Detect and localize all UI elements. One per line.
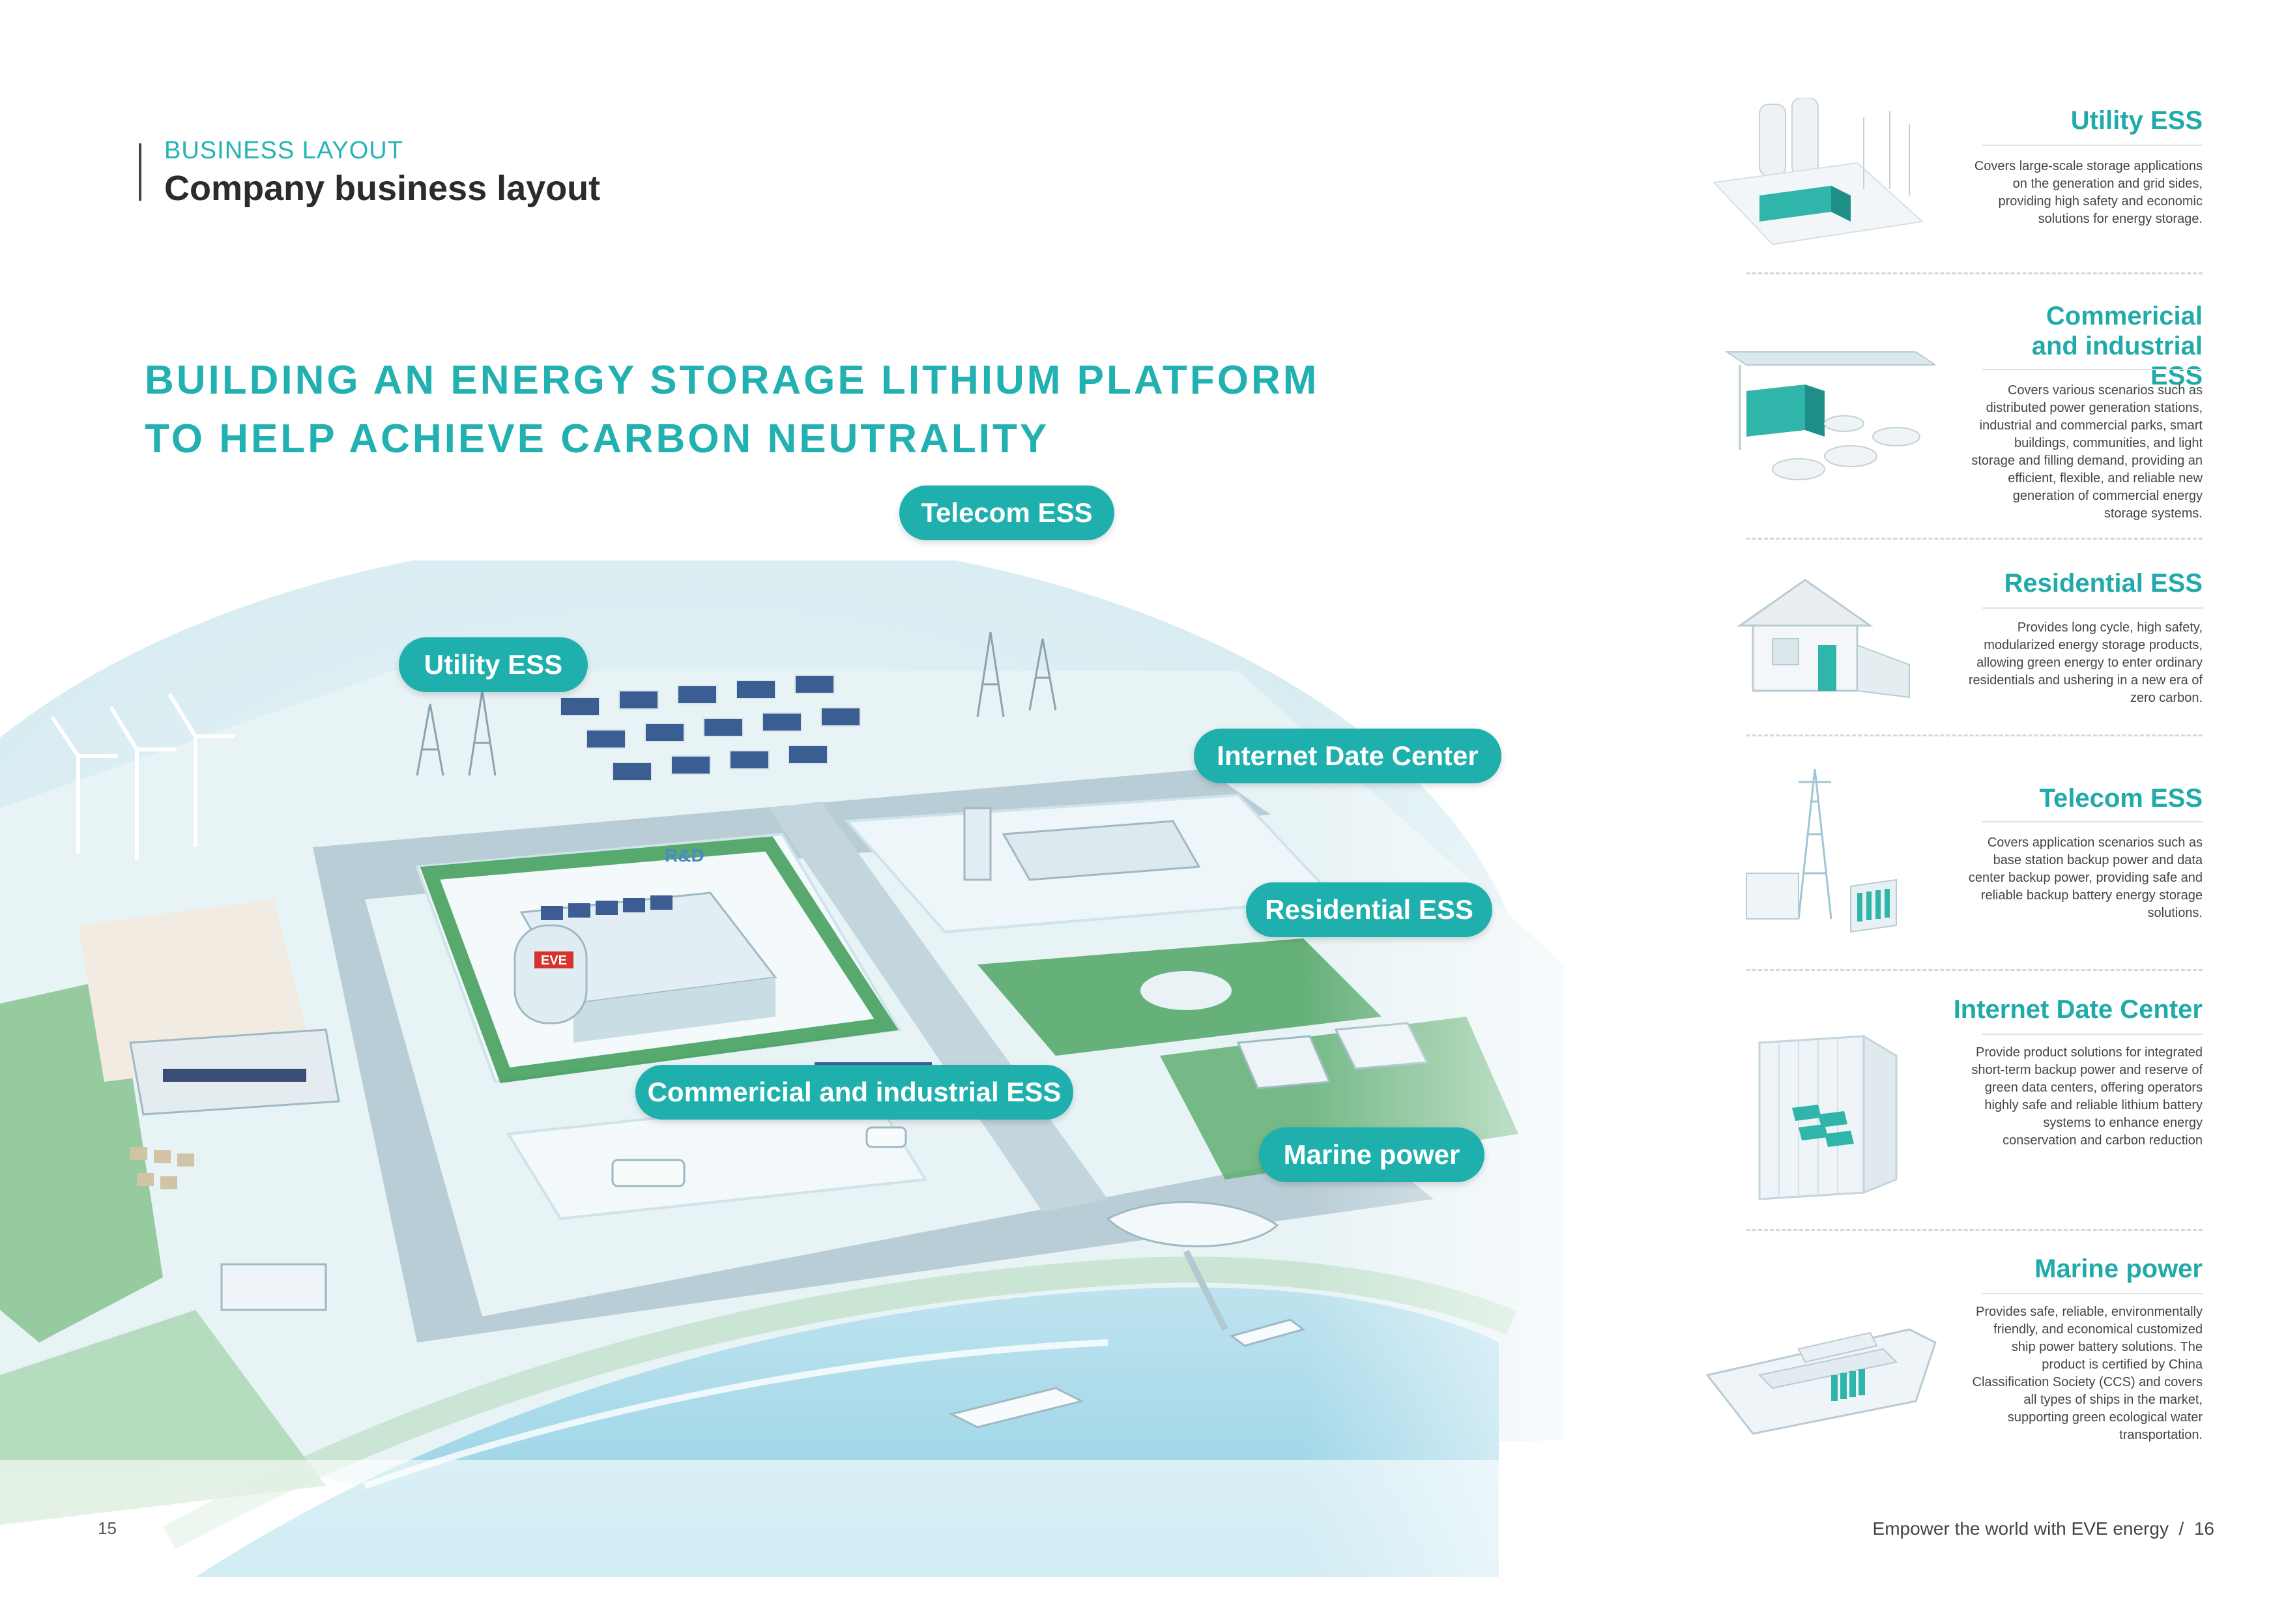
page-title: Company business layout xyxy=(164,169,601,208)
card-desc-telecom-ess: Covers application scenarios such as bas… xyxy=(1968,835,2203,920)
card-title-utility-ess: Utility ESS xyxy=(2070,106,2203,135)
commercial-ess-thumbnail xyxy=(1724,351,1935,480)
card-title-commercial-ess: Commericial and industrial ESS xyxy=(2007,301,2203,391)
card-title-marine-power: Marine power xyxy=(2034,1254,2203,1283)
rd-sign: R&D xyxy=(665,845,704,865)
label-telecom-ess[interactable]: Telecom ESS xyxy=(899,486,1114,540)
card-divider xyxy=(1982,369,2203,370)
page-number-left: 15 xyxy=(98,1518,117,1538)
slogan-line-2: TO HELP ACHIEVE CARBON NEUTRALITY xyxy=(145,416,1050,461)
label-utility-ess[interactable]: Utility ESS xyxy=(399,637,588,692)
card-divider xyxy=(1982,1293,2203,1294)
card-separator xyxy=(1746,969,2203,971)
label-residential-ess[interactable]: Residential ESS xyxy=(1246,882,1492,937)
card-divider xyxy=(1982,821,2203,822)
card-title-residential-ess: Residential ESS xyxy=(2004,569,2203,598)
card-title-internet-data-center: Internet Date Center xyxy=(1953,995,2203,1024)
slogan-line-1: BUILDING AN ENERGY STORAGE LITHIUM PLATF… xyxy=(145,358,1320,403)
card-separator xyxy=(1746,272,2203,274)
card-divider xyxy=(1982,607,2203,609)
footer-tagline-page-right: Empower the world with EVE energy / 16 xyxy=(1872,1518,2214,1539)
telecom-ess-thumbnail xyxy=(1746,768,1897,933)
utility-ess-thumbnail xyxy=(1712,98,1924,246)
card-desc-commercial-ess: Covers various scenarios such as distrib… xyxy=(1971,383,2203,521)
scene-svg: EVE R&D xyxy=(0,534,1707,1577)
card-separator xyxy=(1746,538,2203,540)
label-commercial-industrial-ess[interactable]: Commericial and industrial ESS xyxy=(635,1065,1073,1120)
label-marine-power[interactable]: Marine power xyxy=(1259,1127,1484,1182)
data-center-thumbnail xyxy=(1758,1034,1898,1200)
section-label: BUSINESS LAYOUT xyxy=(164,137,403,164)
card-desc-utility-ess: Covers large-scale storage applications … xyxy=(1974,159,2203,226)
card-divider xyxy=(1982,1034,2203,1035)
card-title-telecom-ess: Telecom ESS xyxy=(2039,784,2203,813)
card-desc-marine-power: Provides safe, reliable, environmentally… xyxy=(1972,1305,2203,1442)
card-title-commercial-ess-text: Commericial and industrial ESS xyxy=(2031,302,2203,390)
marine-power-thumbnail xyxy=(1705,1328,1937,1435)
card-divider xyxy=(1982,145,2203,146)
label-internet-data-center[interactable]: Internet Date Center xyxy=(1194,729,1501,783)
residential-ess-thumbnail xyxy=(1737,579,1910,699)
header-accent-bar xyxy=(139,143,141,201)
card-desc-residential-ess: Provides long cycle, high safety, modula… xyxy=(1968,620,2203,705)
eve-sign: EVE xyxy=(541,953,567,968)
card-separator xyxy=(1746,734,2203,736)
business-scene-illustration: EVE R&D xyxy=(0,534,1707,1577)
card-separator xyxy=(1746,1229,2203,1231)
card-desc-internet-data-center: Provide product solutions for integrated… xyxy=(1971,1045,2203,1148)
